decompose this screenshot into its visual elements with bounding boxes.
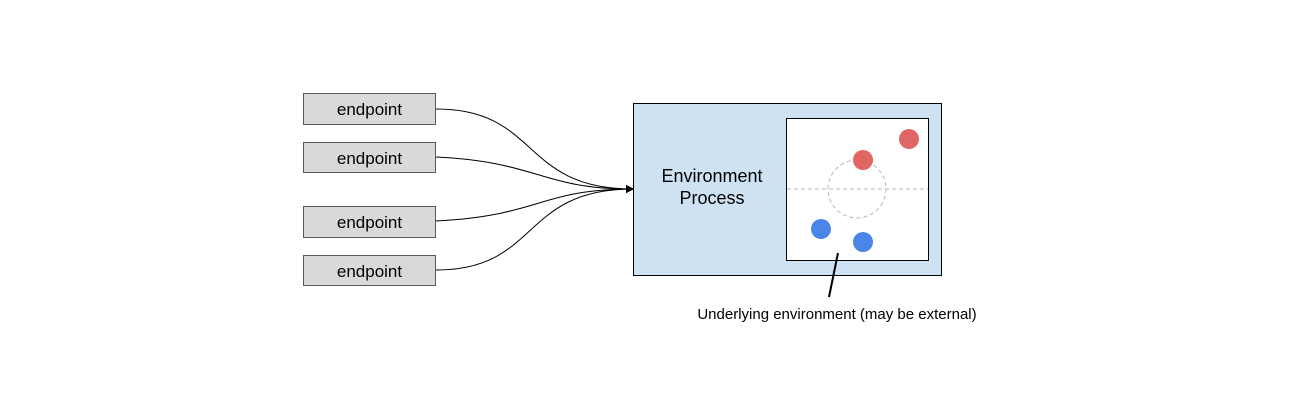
endpoint-box	[303, 255, 436, 286]
endpoint-node: endpoint	[303, 142, 436, 173]
connector-endpoint-4	[428, 185, 634, 275]
endpoint-box	[303, 142, 436, 173]
red-agent	[853, 150, 873, 170]
red-agent	[899, 129, 919, 149]
endpoint-label: endpoint	[337, 262, 403, 281]
endpoint-node: endpoint	[303, 255, 436, 286]
environment-process-label-line1: Environment	[661, 166, 762, 186]
connector-endpoint-3	[428, 185, 634, 226]
blue-agent	[853, 232, 873, 252]
blue-agent	[811, 219, 831, 239]
endpoint-label: endpoint	[337, 213, 403, 232]
callout-pointer	[828, 252, 839, 298]
endpoint-label: endpoint	[337, 100, 403, 119]
endpoint-label: endpoint	[337, 149, 403, 168]
environment-process-label-line2: Process	[679, 188, 744, 208]
underlying-environment-caption: Underlying environment (may be external)	[697, 306, 976, 323]
endpoint-node: endpoint	[303, 206, 436, 238]
underlying-environment	[786, 118, 929, 261]
connectors	[428, 104, 634, 275]
environment-process: Environment Process	[633, 103, 942, 276]
connector-endpoint-1	[428, 104, 634, 193]
connector-endpoint-2	[428, 152, 634, 193]
endpoint-box	[303, 93, 436, 125]
endpoint-node: endpoint	[303, 93, 436, 125]
endpoint-box	[303, 206, 436, 238]
